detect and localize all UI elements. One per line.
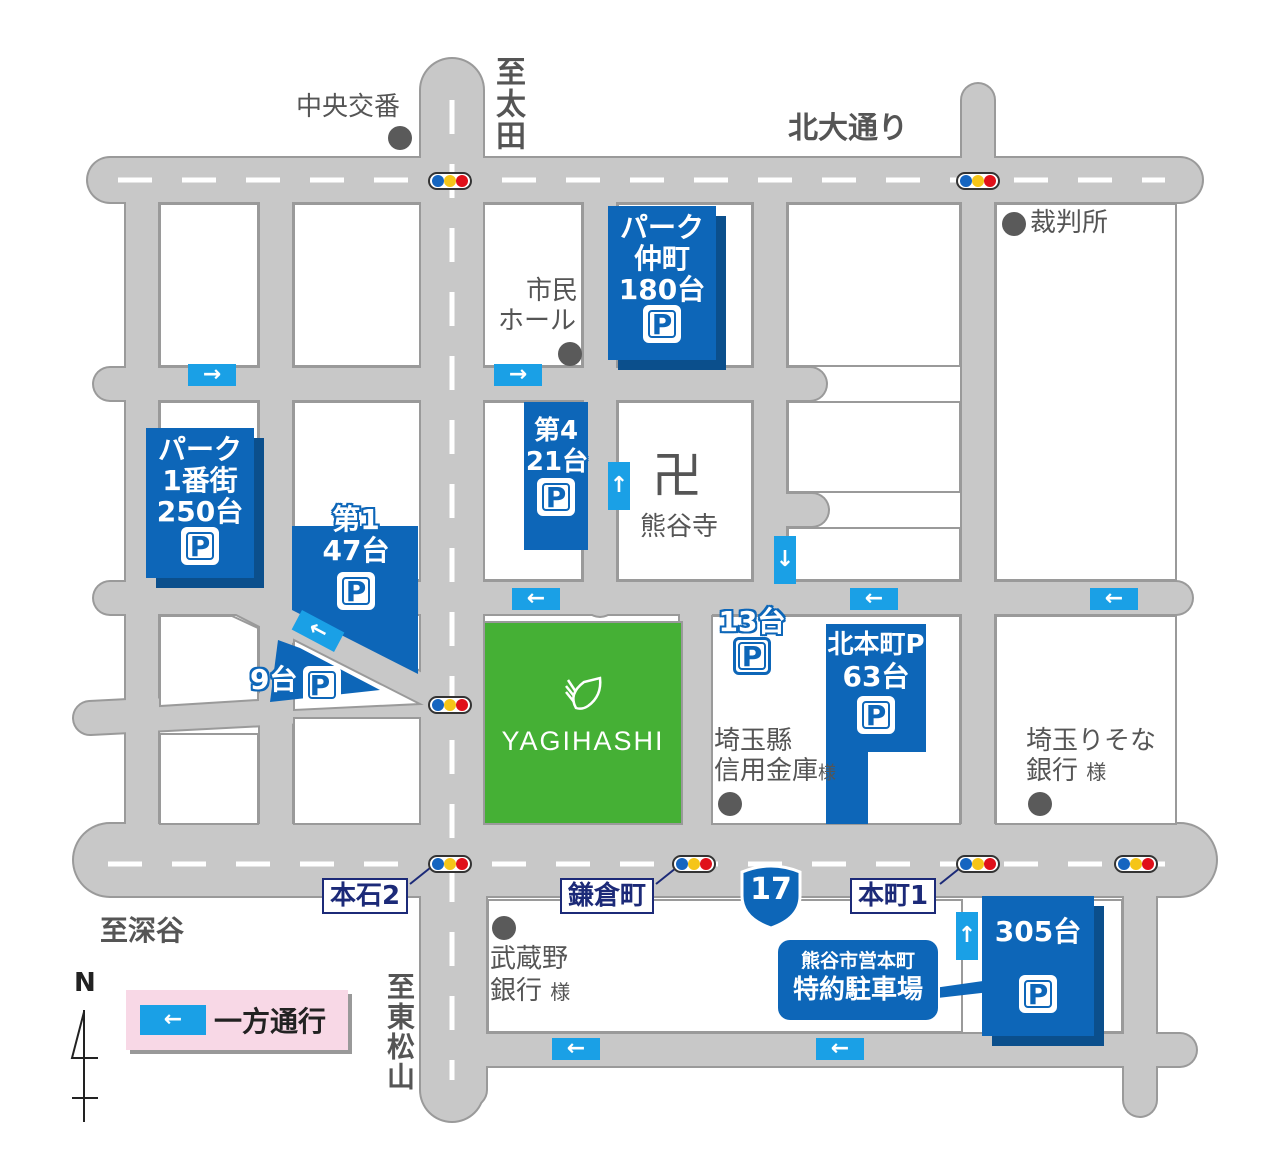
landmark-dot-court [1002, 212, 1026, 236]
landmark-musashino-line1: 武蔵野 [490, 944, 569, 974]
parking-p-icon: P [537, 478, 575, 516]
store-name[interactable]: YAGIHASHI [501, 726, 665, 756]
one-way-arrow-right-icon: → [494, 364, 542, 386]
one-way-arrow-left-icon: ← [552, 1038, 600, 1060]
intersection-honishi2: 本石2 [322, 878, 409, 914]
landmark-dot-shinkin [718, 792, 742, 816]
parking-p-icon: P [857, 696, 895, 734]
legend-arrow-icon: ← [140, 1005, 206, 1035]
parking-p-icon: P [302, 665, 341, 704]
parking-municipal-callout: 熊谷市営本町 特約駐車場 [778, 940, 938, 1020]
parking-p-icon: P [733, 637, 771, 675]
parking-park-ichibangai[interactable]: パーク 1番街 250台 P [146, 428, 254, 578]
temple-icon: 卍 [652, 447, 702, 505]
landmark-dot-police-box [388, 126, 412, 150]
direction-to-ota: 至太田 [490, 56, 525, 152]
parking-p-icon: P [1019, 975, 1057, 1013]
landmark-shinkin-line2: 信用金庫様 [714, 756, 837, 786]
one-way-arrow-left-icon: ← [850, 588, 898, 610]
parking-kitahoncho[interactable]: 北本町P 63台 P [827, 630, 925, 734]
legend-label: 一方通行 [214, 1005, 327, 1038]
landmark-civic-hall-line2: ホール [498, 306, 577, 336]
landmark-court: 裁判所 [1030, 208, 1109, 238]
parking-lot9[interactable]: 9台 P [250, 658, 341, 704]
compass-north-label: N [74, 968, 96, 998]
direction-to-higashimatsuyama: 至東松山 [383, 972, 416, 1092]
traffic-signal-icon [956, 855, 1000, 873]
landmark-temple: 熊谷寺 [640, 512, 719, 542]
route-17-shield [740, 864, 802, 930]
traffic-signal-icon [428, 172, 472, 190]
parking-p-icon: P [643, 305, 681, 343]
parking-p-icon: P [181, 527, 219, 565]
store-logo-icon [562, 674, 606, 718]
direction-to-fukaya: 至深谷 [100, 914, 185, 947]
intersection-kamakuracho: 鎌倉町 [560, 878, 655, 914]
landmark-dot-musashino [492, 916, 516, 940]
parking-lot13[interactable]: 13台 P [718, 605, 786, 675]
landmark-resona-line2: 銀行 様 [1026, 756, 1107, 786]
traffic-signal-icon [1114, 855, 1158, 873]
parking-municipal-305[interactable]: 305台 P [982, 896, 1094, 1036]
traffic-signal-icon [428, 855, 472, 873]
one-way-arrow-up-icon: ↑ [956, 912, 978, 960]
parking-park-nakacho[interactable]: パーク 仲町 180台 P [608, 206, 716, 360]
landmark-musashino-line2: 銀行 様 [490, 976, 571, 1006]
landmark-civic-hall-line1: 市民 [526, 276, 579, 306]
one-way-arrow-right-icon: → [188, 364, 236, 386]
road-name-kita-odori: 北大通り [788, 111, 908, 146]
landmark-shinkin-line1: 埼玉縣 [714, 726, 793, 756]
landmark-resona-line1: 埼玉りそな [1026, 726, 1157, 756]
traffic-signal-icon [956, 172, 1000, 190]
traffic-signal-icon [672, 855, 716, 873]
parking-dai4[interactable]: 第4 21台 P [524, 402, 588, 550]
traffic-signal-icon [428, 696, 472, 714]
one-way-arrow-left-icon: ← [816, 1038, 864, 1060]
intersection-honcho1: 本町1 [850, 878, 937, 914]
one-way-arrow-down-icon: ↓ [774, 536, 796, 584]
route-17-label: 17 [750, 872, 792, 907]
parking-dai1[interactable]: 第1 47台 P [322, 503, 390, 610]
parking-p-icon: P [337, 572, 375, 610]
one-way-arrow-left-icon: ← [512, 588, 560, 610]
landmark-dot-civic-hall [558, 342, 582, 366]
legend-one-way: ← 一方通行 [126, 990, 348, 1050]
north-arrow [70, 1010, 98, 1122]
landmark-dot-resona [1028, 792, 1052, 816]
one-way-arrow-left-icon: ← [1090, 588, 1138, 610]
one-way-arrow-up-icon: ↑ [608, 462, 630, 510]
store-block [483, 621, 683, 825]
landmark-police-box: 中央交番 [296, 92, 401, 122]
